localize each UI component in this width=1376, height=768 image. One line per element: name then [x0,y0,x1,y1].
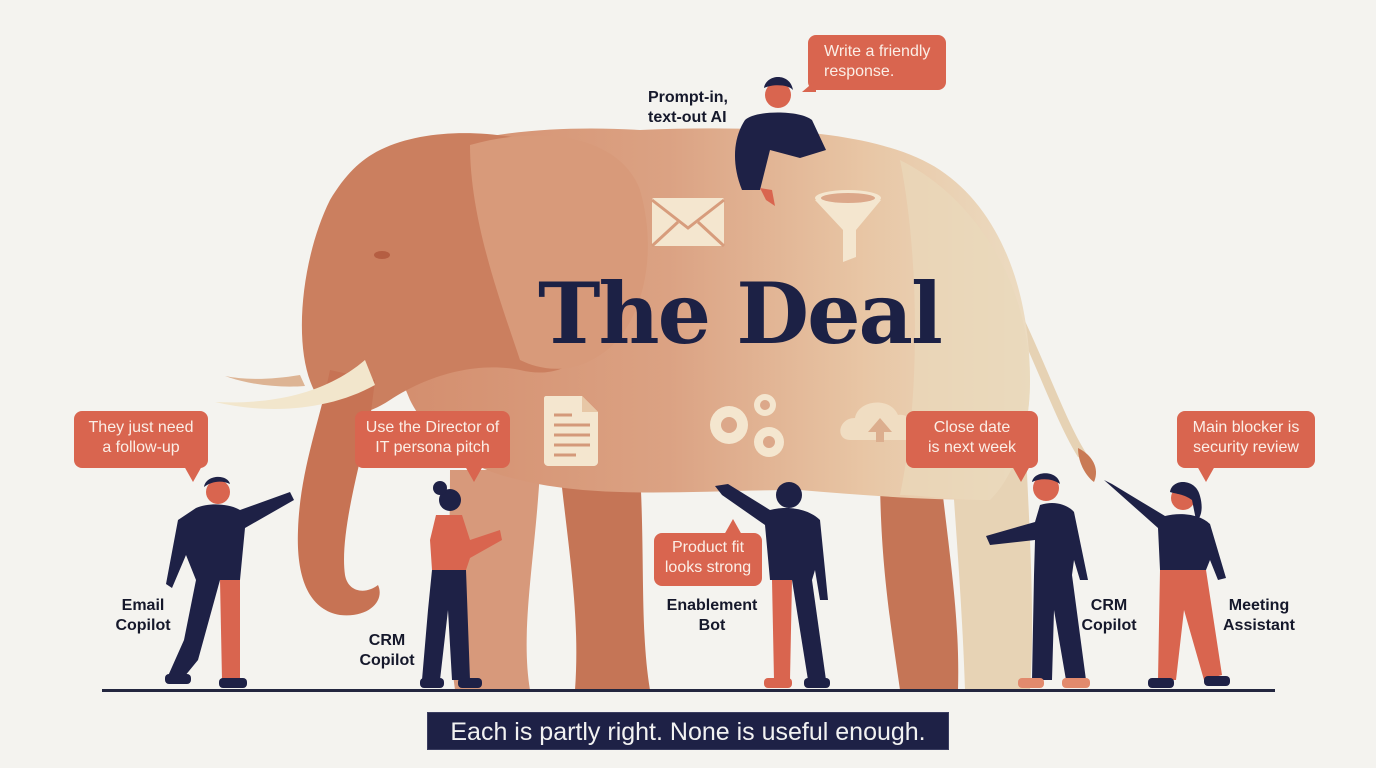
bubble-tail [465,466,483,482]
label-meeting-assistant: Meeting Assistant [1214,596,1304,636]
speech-bubble-meeting-assistant: Main blocker is security review [1177,411,1315,482]
speech-bubble-crm-copilot-1: Use the Director of IT persona pitch [355,411,510,482]
speech-bubble-crm-copilot-2: Close date is next week [906,411,1038,482]
figure-meeting-assistant [1104,480,1230,688]
ground-line [102,689,1275,692]
bubble-line: security review [1193,439,1299,456]
label-line: Assistant [1222,617,1296,634]
figure-enablement-bot [715,482,830,688]
bubble-line: Close date [933,419,1011,436]
bubble-line: Write a friendly [824,43,931,60]
bubble-tail [1197,466,1215,482]
label-line: Enablement [666,597,758,614]
cloud-upload-icon [840,402,914,442]
caption-banner: Each is partly right. None is useful eno… [427,712,949,750]
envelope-icon [650,198,726,248]
bubble-line: Main blocker is [1192,419,1300,436]
bubble-tail [802,80,816,92]
label-line: Prompt-in, [648,89,728,106]
bubble-line: IT persona pitch [375,439,490,456]
label-line: Bot [698,617,726,634]
label-email-copilot: Email Copilot [108,596,178,636]
bubble-line: a follow-up [102,439,180,456]
bubble-tail [724,519,742,535]
label-line: Email [121,597,165,614]
label-crm-copilot-1: CRM Copilot [352,631,422,671]
speech-bubble-prompt: Write a friendly response. [802,35,946,92]
bubble-line: looks strong [664,559,752,576]
figure-crm-copilot-1 [420,481,502,688]
page-title: The Deal [538,264,943,363]
figure-crm-copilot-2 [986,473,1090,688]
label-line: Copilot [359,652,415,669]
bubble-line: is next week [927,439,1017,456]
funnel-icon [815,190,881,262]
label-line: Copilot [115,617,171,634]
bubble-line: They just need [88,419,194,436]
bubble-tail [1012,466,1030,482]
figure-email-copilot [165,476,294,688]
label-enablement-bot: Enablement Bot [660,596,764,636]
speech-bubble-email-copilot: They just need a follow-up [74,411,208,482]
label-line: CRM [1090,597,1128,614]
label-line: CRM [368,632,406,649]
bubble-tail [184,466,202,482]
label-crm-copilot-2: CRM Copilot [1074,596,1144,636]
label-line: Meeting [1228,597,1290,614]
label-line: text-out AI [648,109,727,126]
bubble-line: Use the Director of [365,419,500,436]
gears-icon [710,394,784,457]
label-line: Copilot [1081,617,1137,634]
document-icon [544,396,598,466]
label-prompt-ai: Prompt-in, text-out AI [648,88,738,128]
bubble-line: Product fit [671,539,745,556]
speech-bubble-enablement-bot: Product fit looks strong [654,519,762,586]
prompt-figure [734,77,826,206]
bubble-line: response. [824,63,895,80]
